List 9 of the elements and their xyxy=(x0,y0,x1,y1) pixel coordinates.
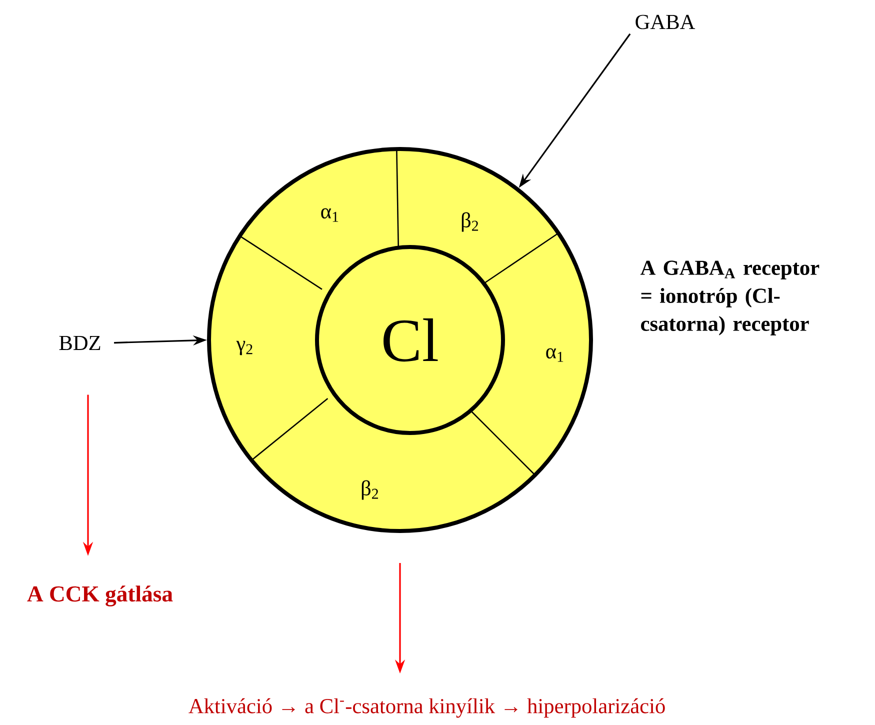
subunit-label: β$_{2}$ xyxy=(362,480,378,500)
subunit-label: α$_{1}$ xyxy=(321,208,338,222)
subunit-label: γ$_{2}$ xyxy=(236,340,252,356)
text-label: GABA xyxy=(636,14,696,30)
result-text: A CCK gátlása xyxy=(27,586,173,606)
result-text: Aktiváció → a Cl$^{-}$-csatorna kinyílik → hiperpolarizáció xyxy=(188,698,665,718)
description-text: A GABA$_{A}$ receptor = ionotróp (Cl- csatorna) receptor xyxy=(640,260,820,336)
text-label: BDZ xyxy=(59,336,100,350)
subunit-label: α$_{1}$ xyxy=(546,348,564,362)
